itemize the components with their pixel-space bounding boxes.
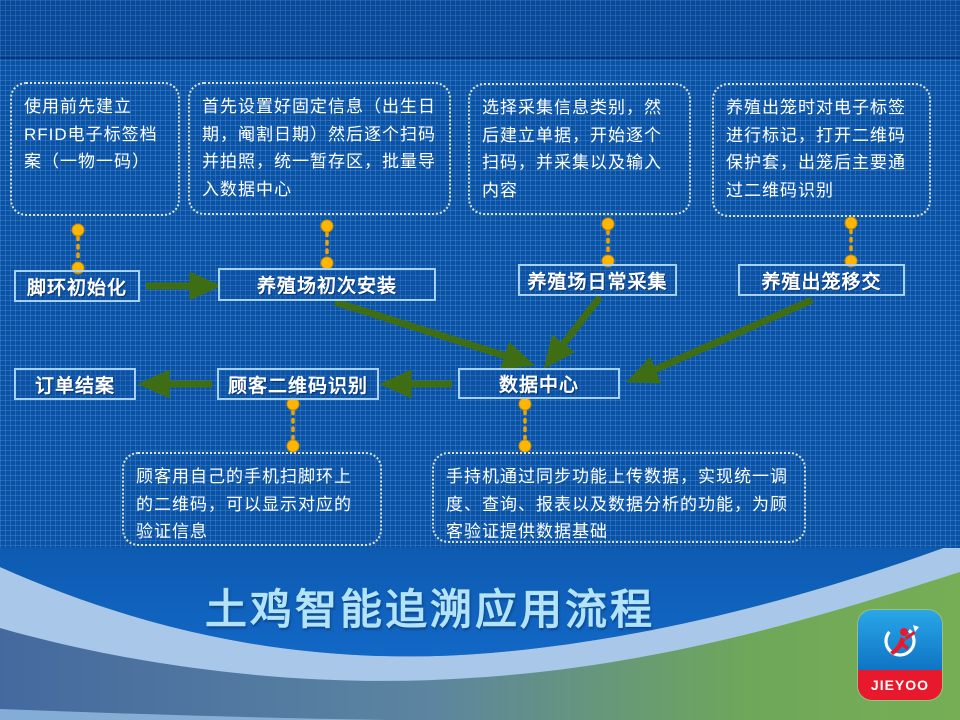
- callout-collect-category: 选择采集信息类别，然后建立单据，开始逐个扫码，并采集以及输入内容: [468, 83, 691, 215]
- node-customer-qr: 顾客二维码识别: [217, 368, 379, 400]
- callout-text: 选择采集信息类别，然后建立单据，开始逐个扫码，并采集以及输入内容: [482, 98, 662, 200]
- node-label: 养殖场初次安装: [256, 276, 397, 297]
- node-label: 数据中心: [498, 375, 579, 396]
- jieyoo-emblem-icon: [884, 625, 919, 657]
- node-data-center: 数据中心: [458, 368, 620, 399]
- node-order-close: 订单结案: [14, 368, 136, 400]
- node-label: 养殖场日常采集: [527, 271, 668, 293]
- node-label: 脚环初始化: [26, 277, 127, 299]
- node-out-cage-transfer: 养殖出笼移交: [738, 264, 905, 296]
- jieyoo-logo: JIEYOO: [858, 610, 942, 700]
- callout-text: 手持机通过同步功能上传数据，实现统一调度、查询、报表以及数据分析的功能，为顾客验…: [446, 467, 788, 542]
- callout-text: 首先设置好固定信息（出生日期，阉割日期）然后逐个扫码并拍照，统一暂存区，批量导入…: [202, 97, 436, 199]
- callout-rfid-archive: 使用前先建立RFID电子标签档案（一物一码）: [10, 82, 180, 216]
- callout-text: 顾客用自己的手机扫脚环上的二维码，可以显示对应的验证信息: [136, 467, 352, 542]
- callout-customer-scan: 顾客用自己的手机扫脚环上的二维码，可以显示对应的验证信息: [122, 452, 382, 546]
- node-farm-first-install: 养殖场初次安装: [218, 268, 436, 301]
- connector-dots: [71, 216, 858, 453]
- node-farm-daily-collect: 养殖场日常采集: [518, 264, 677, 296]
- jieyoo-brand-label: JIEYOO: [858, 670, 942, 700]
- bottom-left-pale-strip: [0, 709, 390, 720]
- callout-text: 使用前先建立RFID电子标签档案（一物一码）: [24, 97, 158, 172]
- callout-handheld-sync: 手持机通过同步功能上传数据，实现统一调度、查询、报表以及数据分析的功能，为顾客验…: [432, 452, 806, 543]
- callout-out-cage-mark: 养殖出笼时对电子标签进行标记，打开二维码保护套，出笼后主要通过二维码识别: [712, 83, 931, 217]
- top-banner: [0, 0, 960, 59]
- callout-text: 养殖出笼时对电子标签进行标记，打开二维码保护套，出笼后主要通过二维码识别: [726, 98, 906, 200]
- callout-fixed-info: 首先设置好固定信息（出生日期，阉割日期）然后逐个扫码并拍照，统一暂存区，批量导入…: [188, 82, 451, 215]
- node-label: 订单结案: [34, 375, 115, 397]
- node-label: 顾客二维码识别: [227, 375, 368, 397]
- node-foot-ring-init: 脚环初始化: [14, 270, 140, 302]
- page-title: 土鸡智能追溯应用流程: [204, 586, 655, 633]
- node-label: 养殖出笼移交: [761, 271, 882, 293]
- dotted-connector-lines: [76, 228, 853, 442]
- jieyoo-logo-blue-panel: [858, 610, 942, 670]
